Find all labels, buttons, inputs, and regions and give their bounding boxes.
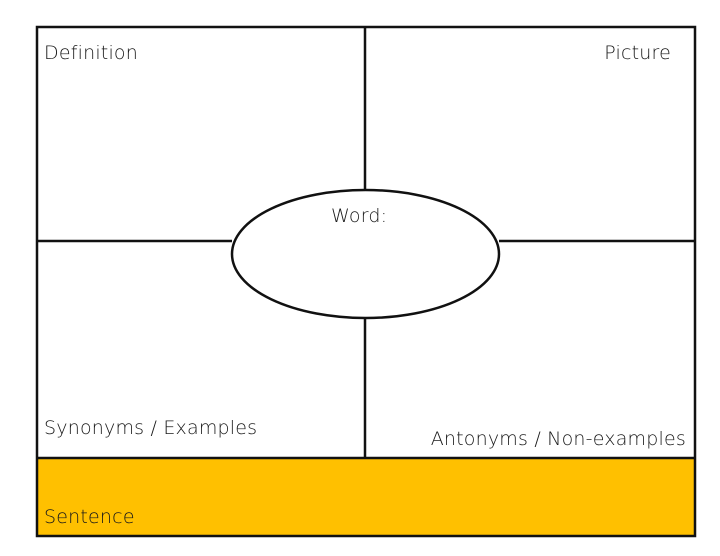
sentence-label: Sentence — [44, 506, 135, 528]
synonyms-examples-label: Synonyms / Examples — [44, 417, 258, 439]
sentence-band — [37, 458, 695, 536]
definition-label: Definition — [44, 42, 139, 64]
picture-label: Picture — [604, 42, 671, 64]
word-label: Word: — [331, 205, 388, 227]
antonyms-non-examples-label: Antonyms / Non-examples — [430, 428, 686, 450]
word-oval — [230, 188, 501, 320]
